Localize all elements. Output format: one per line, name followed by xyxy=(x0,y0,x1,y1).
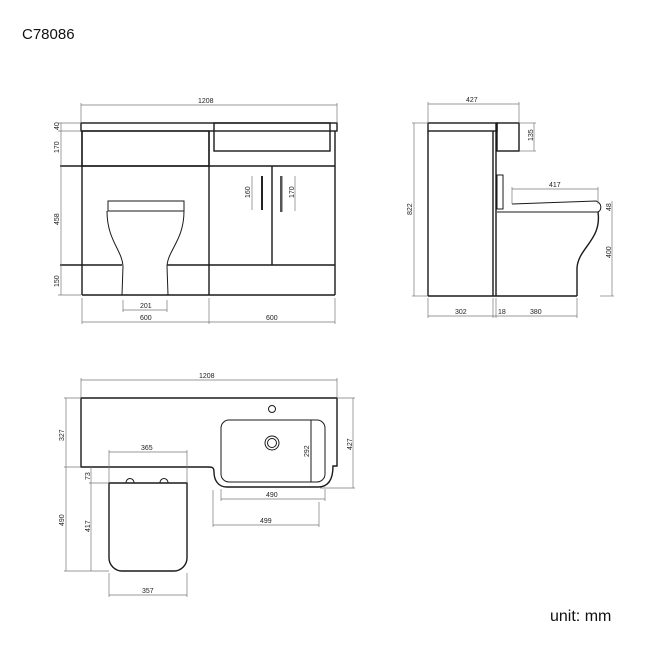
svg-text:490: 490 xyxy=(266,492,278,499)
svg-text:135: 135 xyxy=(528,129,535,141)
basin-waste-outer xyxy=(264,435,280,451)
side-toilet-pan xyxy=(576,211,600,296)
svg-text:18: 18 xyxy=(498,309,506,316)
svg-text:600: 600 xyxy=(140,315,152,322)
svg-text:170: 170 xyxy=(54,141,61,153)
toilet-pan-front xyxy=(106,210,185,296)
left-upper-panel xyxy=(81,130,210,167)
basin-bowl xyxy=(220,419,326,483)
svg-text:400: 400 xyxy=(606,246,613,258)
toilet-seat-front xyxy=(107,200,185,212)
svg-text:327: 327 xyxy=(59,429,66,441)
door-handle-left xyxy=(261,176,263,210)
svg-text:380: 380 xyxy=(530,309,542,316)
svg-text:160: 160 xyxy=(245,186,252,198)
basin-front xyxy=(213,122,331,152)
svg-text:490: 490 xyxy=(59,514,66,526)
svg-text:48: 48 xyxy=(606,203,613,211)
svg-text:40: 40 xyxy=(54,122,61,130)
side-view: 427 822 135 417 48 400 302 18 380 xyxy=(407,97,614,318)
dim-front-width: 1208 xyxy=(198,98,214,105)
side-toilet-seat xyxy=(497,200,602,213)
svg-text:150: 150 xyxy=(54,275,61,287)
svg-text:1208: 1208 xyxy=(199,373,215,380)
svg-text:822: 822 xyxy=(407,203,414,215)
svg-text:458: 458 xyxy=(54,213,61,225)
plan-view: 1208 327 427 292 490 499 365 73 417 490 … xyxy=(59,373,355,597)
svg-text:73: 73 xyxy=(85,472,92,480)
toilet-hinges xyxy=(125,478,169,484)
worktop xyxy=(80,122,338,132)
svg-text:427: 427 xyxy=(466,97,478,104)
svg-text:201: 201 xyxy=(140,303,152,310)
side-handle xyxy=(496,174,504,210)
side-worktop xyxy=(427,122,498,132)
svg-text:292: 292 xyxy=(304,445,311,457)
svg-text:365: 365 xyxy=(141,445,153,452)
side-basin xyxy=(496,122,520,152)
svg-text:417: 417 xyxy=(85,520,92,532)
plan-worktop xyxy=(80,397,338,488)
plan-toilet xyxy=(108,482,188,572)
svg-text:302: 302 xyxy=(455,309,467,316)
svg-text:417: 417 xyxy=(549,182,561,189)
product-code: C78086 xyxy=(22,26,75,43)
tap-hole xyxy=(268,405,276,413)
unit-label: unit: mm xyxy=(550,608,612,625)
svg-text:427: 427 xyxy=(347,438,354,450)
svg-text:499: 499 xyxy=(260,518,272,525)
svg-text:357: 357 xyxy=(142,588,154,595)
svg-text:170: 170 xyxy=(289,186,296,198)
basin-waste-inner xyxy=(267,438,277,448)
svg-text:600: 600 xyxy=(266,315,278,322)
door-handle-right xyxy=(280,176,283,212)
front-view: 1208 40 170 458 150 201 600 600 160 170 xyxy=(54,98,338,324)
